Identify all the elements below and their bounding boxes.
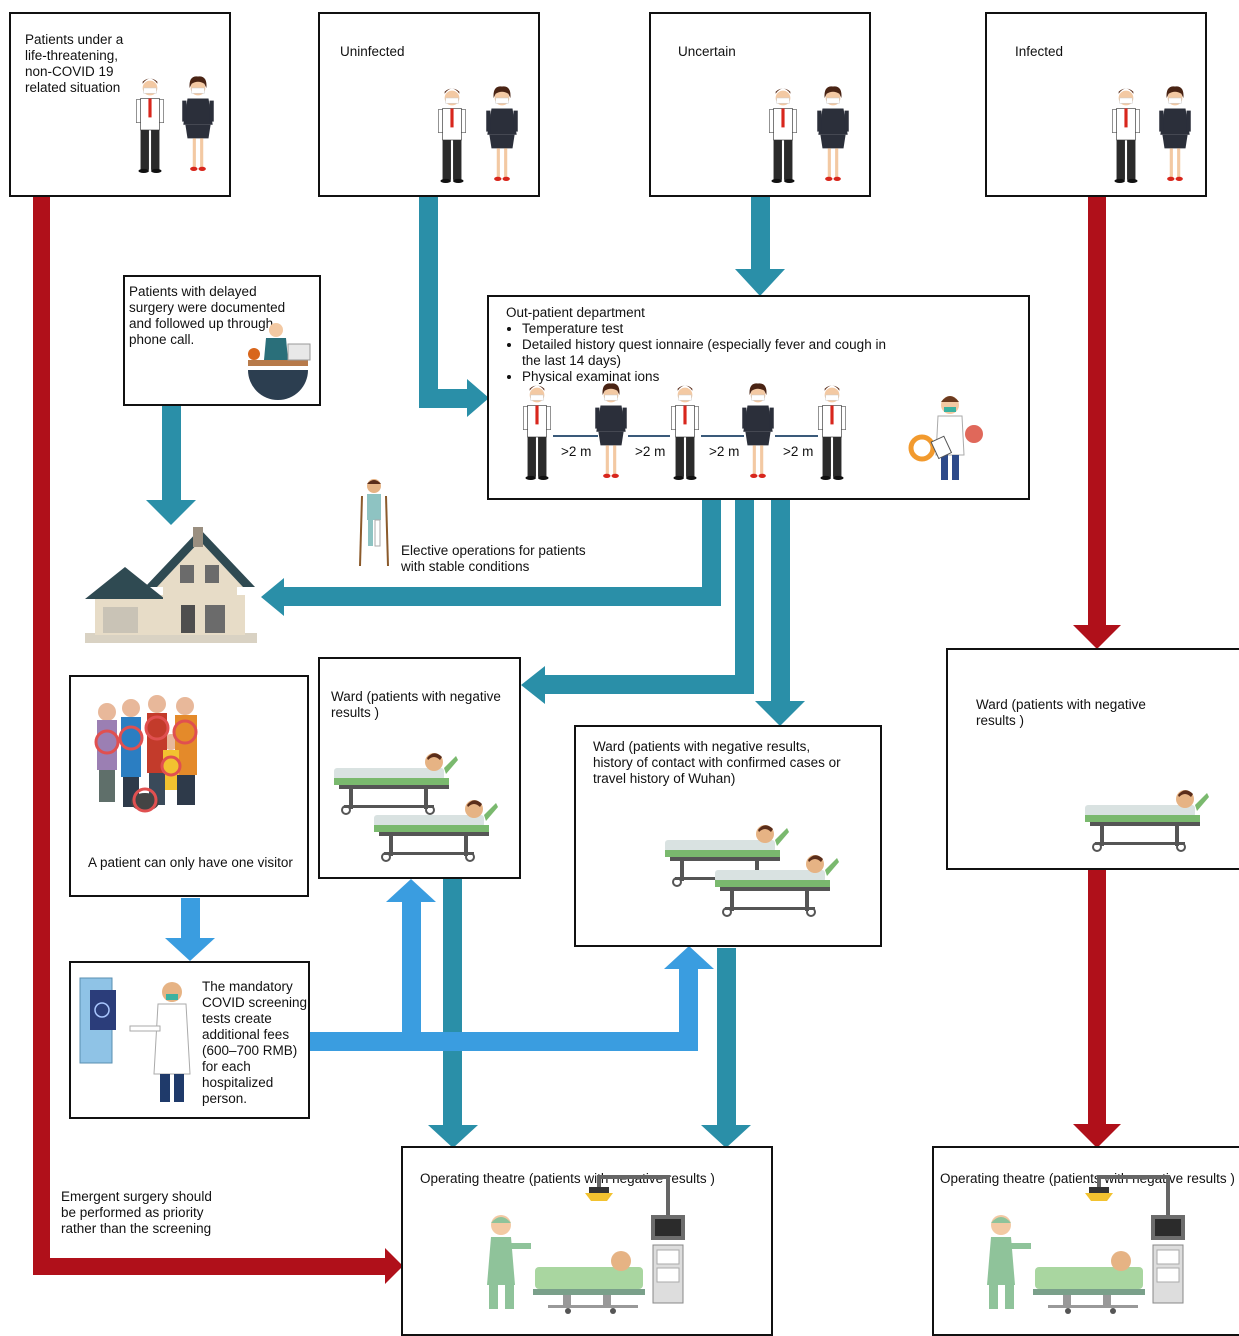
box-infected: Infected: [985, 12, 1207, 197]
outpatient-list: Temperature test Detailed history quest …: [507, 321, 897, 385]
blue-arrow-screening-to-wards: [310, 879, 714, 1051]
box-outpatient: Out-patient department Temperature test …: [487, 295, 1030, 500]
teal-arrow-uncertain: [735, 196, 785, 296]
emergent-label: Emergent surgery should be performed as …: [61, 1189, 212, 1236]
elective-label: Elective operations for patients with st…: [401, 543, 586, 574]
theatre-left-text: Operating theatre (patients with negativ…: [420, 1171, 715, 1186]
outpatient-item: Temperature test: [522, 321, 897, 337]
box-ward-contact: Ward (patients with negative results, hi…: [574, 725, 882, 947]
teal-arrow-uninfected: [419, 196, 489, 417]
box-ward-negative: Ward (patients with negative results ): [318, 657, 521, 879]
box-uninfected-text: Uninfected: [340, 44, 405, 59]
box-life-threatening-text: Patients under a life-threatening, non-C…: [25, 32, 124, 95]
teal-arrow-elective-home: [261, 499, 721, 616]
red-arrow-ward-to-theatre: [1073, 870, 1121, 1148]
box-infected-text: Infected: [1015, 44, 1064, 59]
box-visitor: A patient can only have one visitor: [69, 675, 309, 897]
ward-contact-text: Ward (patients with negative results, hi…: [593, 739, 841, 786]
ward-infected-text: Ward (patients with negative results ): [976, 697, 1146, 728]
box-theatre-left: Operating theatre (patients with negativ…: [401, 1146, 773, 1336]
teal-arrow-to-ward-negative: [521, 499, 754, 704]
outpatient-title: Out-patient department: [506, 305, 645, 320]
box-theatre-right: Operating theatre (patients with negativ…: [932, 1146, 1239, 1336]
teal-arrow-delayed-to-house: [146, 405, 196, 525]
outpatient-item: Physical examinat ions: [522, 369, 897, 385]
box-uncertain: Uncertain: [649, 12, 871, 197]
teal-arrow-ward-to-theatre-2: [701, 948, 751, 1148]
red-arrow-infected-to-ward: [1073, 196, 1121, 649]
box-delayed-surgery-text: Patients with delayed surgery were docum…: [129, 284, 286, 347]
distance-label: >2 m: [635, 444, 666, 459]
visitor-text: A patient can only have one visitor: [88, 855, 293, 870]
teal-arrow-to-ward-contact: [755, 499, 805, 726]
box-life-threatening: Patients under a life-threatening, non-C…: [9, 12, 231, 197]
box-ward-infected: Ward (patients with negative results ): [946, 648, 1239, 870]
blue-arrow-visitor-to-screening: [165, 898, 215, 961]
outpatient-item: Detailed history quest ionnaire (especia…: [522, 337, 897, 369]
box-screening: The mandatory COVID screening tests crea…: [69, 961, 310, 1119]
distance-label: >2 m: [561, 444, 592, 459]
box-uninfected: Uninfected: [318, 12, 540, 197]
distance-label: >2 m: [709, 444, 740, 459]
ward-negative-text: Ward (patients with negative results ): [331, 689, 501, 720]
distance-label: >2 m: [783, 444, 814, 459]
theatre-right-text: Operating theatre (patients with negativ…: [940, 1171, 1235, 1186]
box-delayed-surgery: Patients with delayed surgery were docum…: [123, 275, 321, 406]
box-uncertain-text: Uncertain: [678, 44, 736, 59]
screening-text: The mandatory COVID screening tests crea…: [202, 979, 308, 1106]
teal-arrow-ward-to-theatre-1: [428, 879, 478, 1148]
